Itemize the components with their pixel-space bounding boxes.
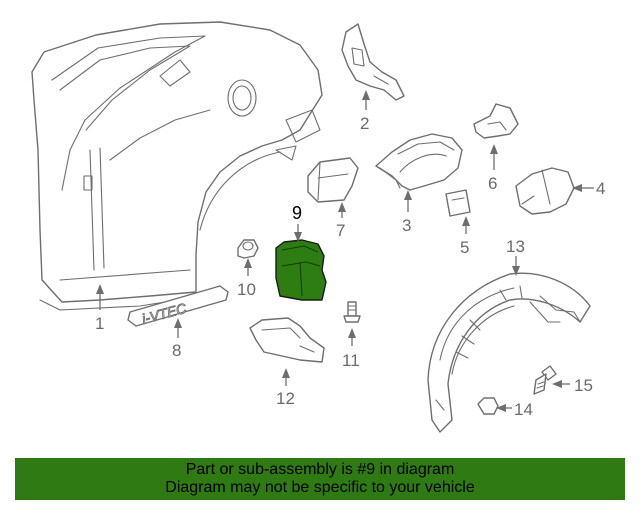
part-12-bracket: [249, 317, 325, 363]
callout-3: 3: [402, 216, 411, 235]
notice-line-part: Part or sub-assembly is #9 in diagram: [185, 461, 455, 478]
diagram-notice-banner: Part or sub-assembly is #9 in diagram Di…: [15, 458, 625, 500]
part-4-fuel-lid: [515, 167, 575, 215]
callout-4: 4: [596, 179, 605, 198]
callout-2: 2: [360, 114, 369, 133]
callout-6: 6: [488, 174, 497, 193]
part-9-highlighted: [275, 239, 327, 301]
part-10-grommet: [237, 239, 259, 259]
part-9-body: [275, 239, 327, 301]
part-3-fuel-housing: [375, 133, 463, 191]
notice-line-disclaimer: Diagram may not be specific to your vehi…: [165, 479, 475, 496]
callout-9: 9: [292, 203, 302, 223]
part-5-plate: [445, 189, 471, 217]
callout-14: 14: [514, 400, 533, 419]
part-7-cushion: [307, 157, 359, 203]
callout-8: 8: [172, 341, 181, 360]
callout-12: 12: [276, 389, 295, 408]
part-15-screw: [533, 365, 557, 395]
callout-5: 5: [460, 238, 469, 257]
callout-10: 10: [237, 280, 256, 299]
part-6-hinge: [473, 103, 519, 139]
leader-lines: [96, 90, 594, 412]
part-14-nut: [477, 397, 499, 415]
part-2-bracket: [341, 23, 405, 101]
callout-7: 7: [336, 221, 345, 240]
callout-11: 11: [342, 351, 360, 370]
callout-1: 1: [95, 314, 104, 333]
callout-13: 13: [506, 237, 525, 256]
part-13-fender-liner: [427, 272, 591, 433]
callout-15: 15: [574, 376, 593, 395]
part-11-clip: [343, 301, 361, 323]
